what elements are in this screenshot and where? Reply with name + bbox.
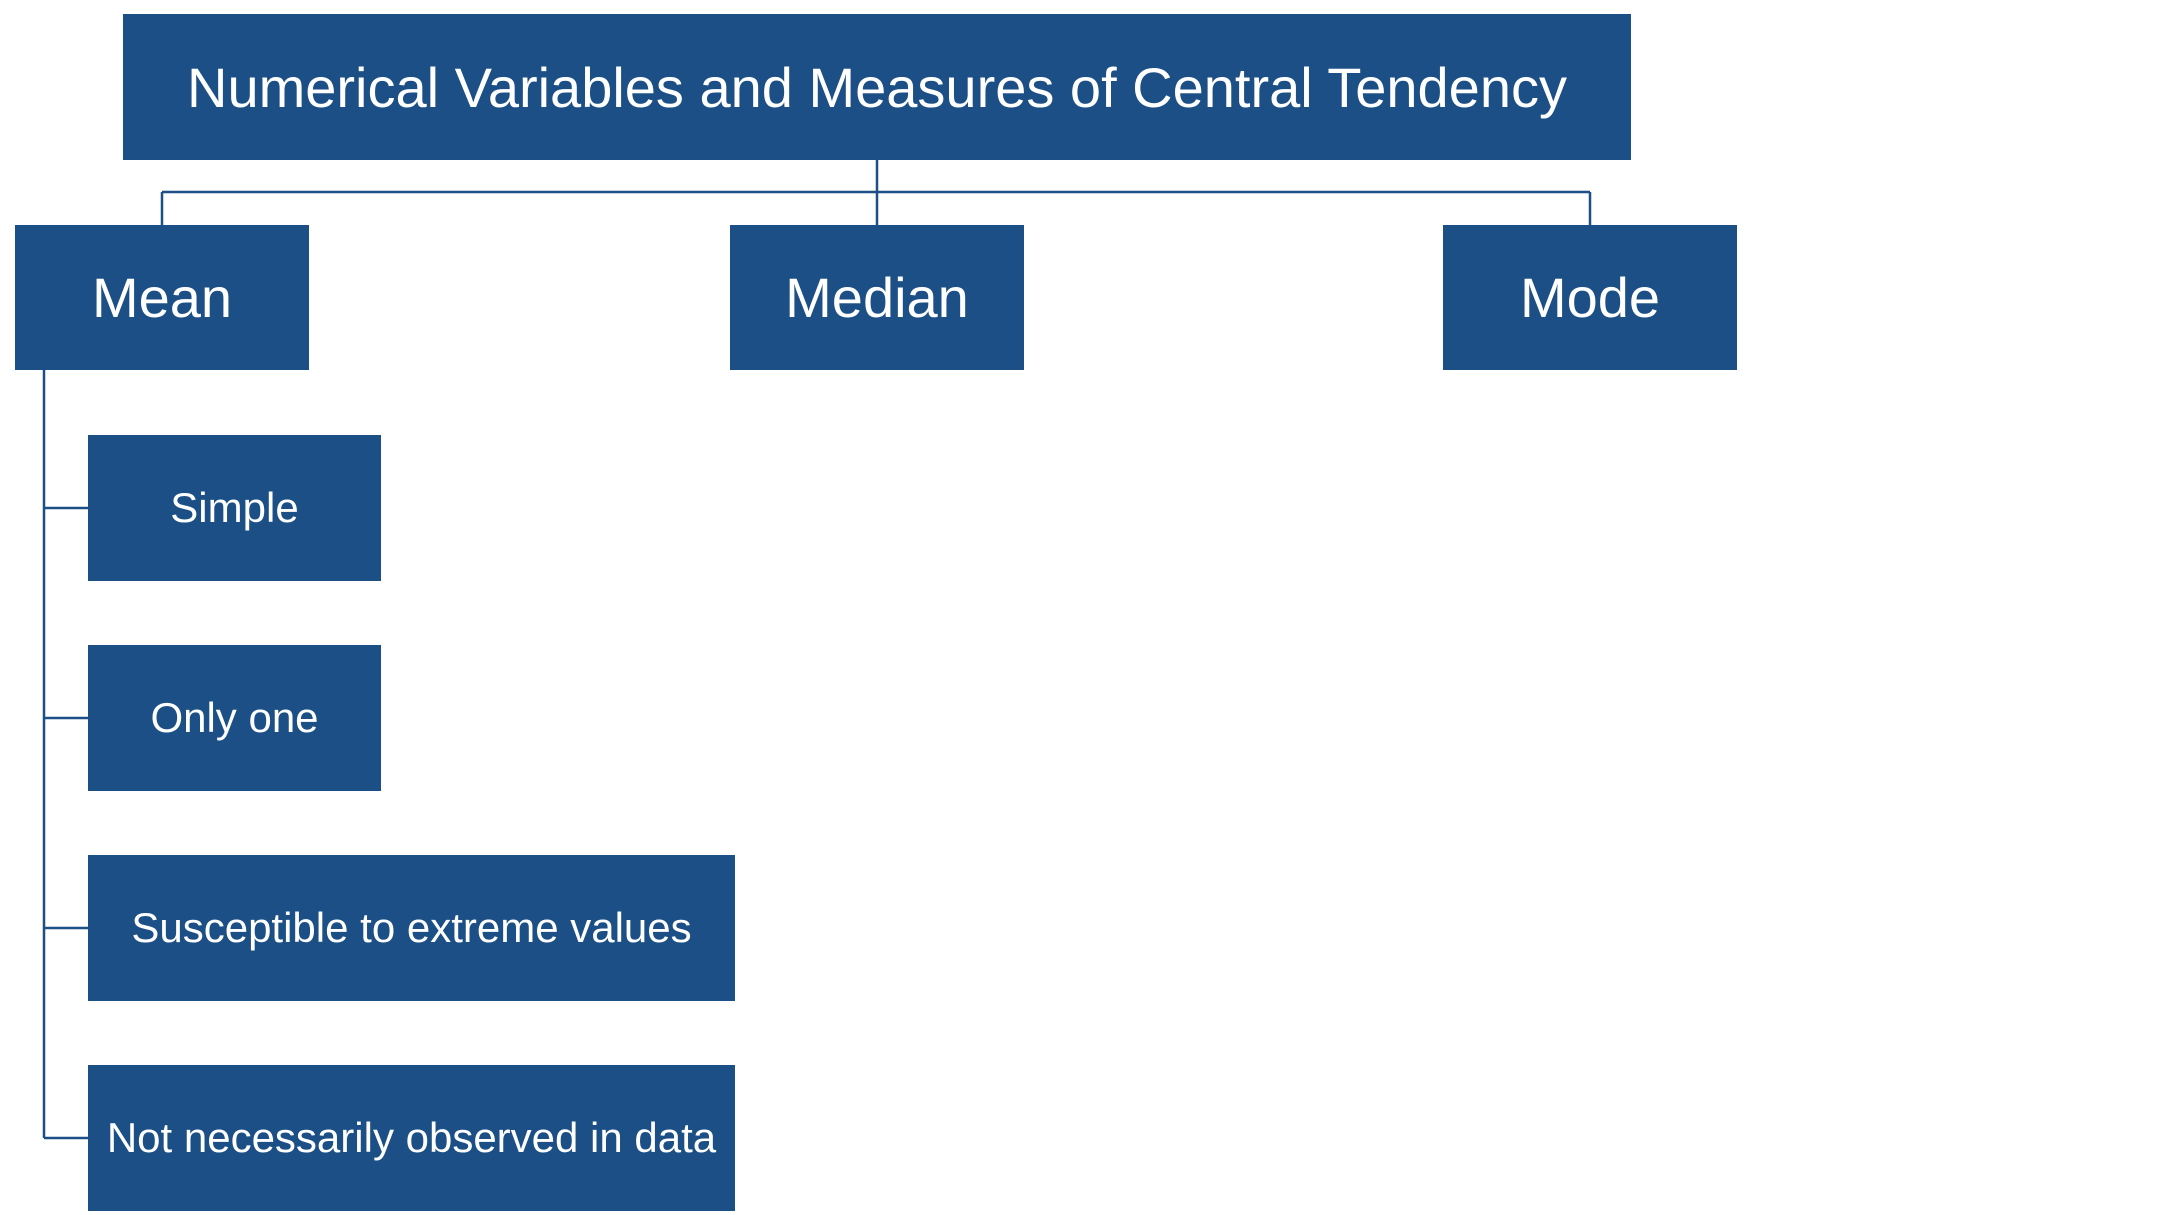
node-mean-extreme-values-label: Susceptible to extreme values [131,904,692,951]
node-mean-not-observed-label: Not necessarily observed in data [106,1114,717,1161]
node-median: Median [730,225,1024,370]
node-mean-label: Mean [91,266,233,329]
root-node: Numerical Variables and Measures of Cent… [123,14,1631,160]
node-mode-label: Mode [1519,266,1661,329]
node-mean: Mean [15,225,309,370]
root-node-label: Numerical Variables and Measures of Cent… [187,55,1567,119]
node-mean-simple: Simple [88,435,381,581]
node-mean-extreme-values: Susceptible to extreme values [88,855,735,1001]
node-mean-only-one: Only one [88,645,381,791]
node-mean-not-observed: Not necessarily observed in data [88,1065,735,1211]
node-mean-simple-label: Simple [170,484,299,531]
node-median-label: Median [785,266,969,329]
node-mean-only-one-label: Only one [150,694,319,741]
node-mode: Mode [1443,225,1737,370]
